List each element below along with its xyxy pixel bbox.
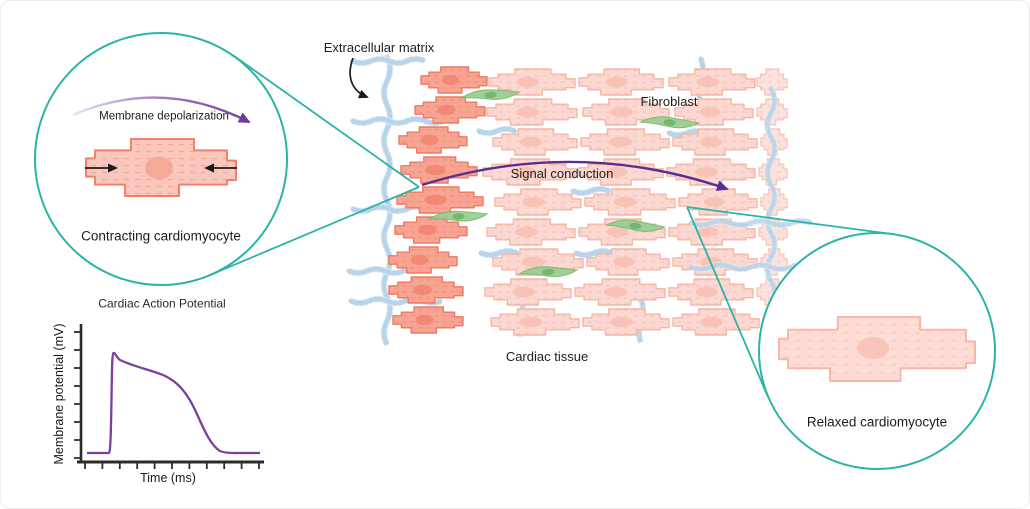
extracellular-matrix-label: Extracellular matrix xyxy=(323,39,435,55)
signal-conduction-label: Signal conduction xyxy=(510,165,614,181)
membrane-depolarization-arrow xyxy=(72,96,251,124)
signal-conduction-arrow xyxy=(421,160,729,191)
magnifier-connector-lines xyxy=(209,55,893,398)
fibroblast-cells xyxy=(427,89,701,278)
fibroblast-label: Fibroblast xyxy=(640,93,698,109)
relaxed-cardiomyocyte-illustration xyxy=(778,316,976,382)
chart-ticks xyxy=(74,331,260,469)
action-potential-curve xyxy=(87,351,260,455)
chart-title: Cardiac Action Potential xyxy=(98,296,226,311)
membrane-depolarization-label: Membrane depolarization xyxy=(99,110,229,123)
relaxed-cardiomyocyte-label: Relaxed cardiomyocyte xyxy=(806,414,948,430)
cardiac-tissue-cells xyxy=(388,66,788,336)
contracting-cardiomyocyte-illustration xyxy=(85,138,237,197)
chart-x-axis-label: Time (ms) xyxy=(140,471,196,486)
extracellular-matrix-pointer-arrow xyxy=(349,57,369,99)
chart-y-axis-label: Membrane potential (mV) xyxy=(52,323,67,465)
contracting-cardiomyocyte-label: Contracting cardiomyocyte xyxy=(81,228,241,244)
cardiac-tissue-label: Cardiac tissue xyxy=(505,348,589,364)
action-potential-chart xyxy=(74,324,264,469)
